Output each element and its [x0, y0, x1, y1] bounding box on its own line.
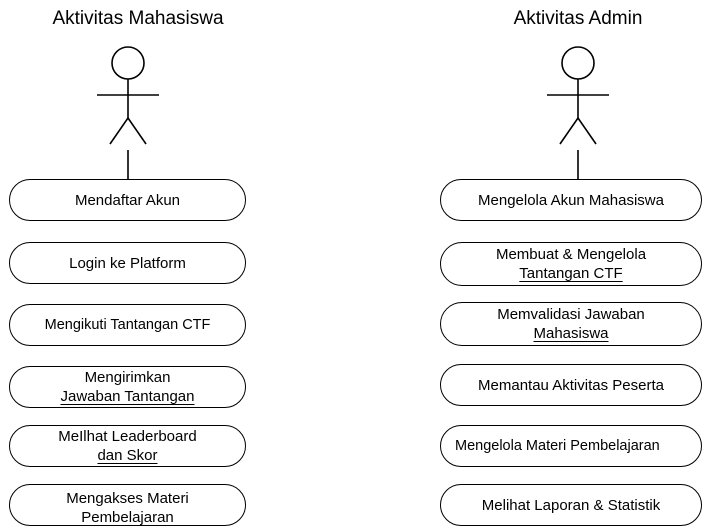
- actor-mahasiswa-title: Aktivitas Mahasiswa: [52, 8, 224, 29]
- activity-label: Login ke Platform: [69, 254, 186, 272]
- activity-label-line2: Mahasiswa: [533, 325, 609, 342]
- activity-label: Mendaftar Akun: [74, 191, 181, 209]
- activity-label-line1: MeIlhat Leaderboard: [58, 428, 197, 445]
- activity-label-line2: dan Skor: [97, 447, 158, 464]
- activity-mengirimkan-jawaban: Mengirimkan Jawaban Tantangan: [9, 366, 246, 408]
- activity-memvalidasi-jawaban: Memvalidasi Jawaban Mahasiswa: [440, 302, 702, 346]
- activity-label-line2: Tantangan CTF: [519, 265, 623, 282]
- activity-mengikuti-tantangan: Mengikuti Tantangan CTF: [9, 304, 246, 346]
- activity-label: Mengikuti Tantangan CTF: [44, 316, 211, 333]
- activity-memantau-aktivitas: Memantau Aktivitas Peserta: [440, 364, 702, 406]
- activity-label: Memantau Aktivitas Peserta: [478, 376, 664, 394]
- actor-admin-figure: [547, 46, 609, 179]
- activity-mengelola-materi: Mengelola Materi Pembelajaran: [440, 425, 702, 467]
- activity-label: Melihat Laporan & Statistik: [481, 497, 661, 514]
- actor-mahasiswa-figure: [97, 46, 159, 179]
- actor-left-leg: [109, 117, 129, 145]
- activity-label-line1: Memvalidasi Jawaban: [497, 306, 645, 323]
- actor-admin-title: Aktivitas Admin: [513, 8, 643, 29]
- actor-left-leg: [559, 117, 579, 145]
- actor-head-icon: [111, 46, 145, 80]
- activity-label-line2: Pembelajaran: [81, 509, 174, 526]
- actor-right-leg: [577, 117, 597, 145]
- activity-label-line1: Mengirimkan: [84, 369, 171, 386]
- activity-mendaftar-akun: Mendaftar Akun: [9, 179, 246, 221]
- actor-head-icon: [561, 46, 595, 80]
- activity-label-line2: Jawaban Tantangan: [60, 388, 195, 405]
- activity-melihat-leaderboard: MeIlhat Leaderboard dan Skor: [9, 425, 246, 467]
- activity-mengelola-akun: Mengelola Akun Mahasiswa: [440, 179, 702, 221]
- activity-label: Mengelola Materi Pembelajaran: [455, 437, 660, 454]
- activity-membuat-tantangan: Membuat & Mengelola Tantangan CTF: [440, 242, 702, 286]
- activity-label-line1: Membuat & Mengelola: [495, 246, 647, 263]
- activity-label: Mengelola Akun Mahasiswa: [478, 191, 664, 209]
- activity-melihat-laporan: Melihat Laporan & Statistik: [440, 484, 702, 526]
- activity-login-platform: Login ke Platform: [9, 242, 246, 284]
- actor-right-leg: [127, 117, 147, 145]
- activity-label-line1: Mengakses Materi: [66, 490, 189, 507]
